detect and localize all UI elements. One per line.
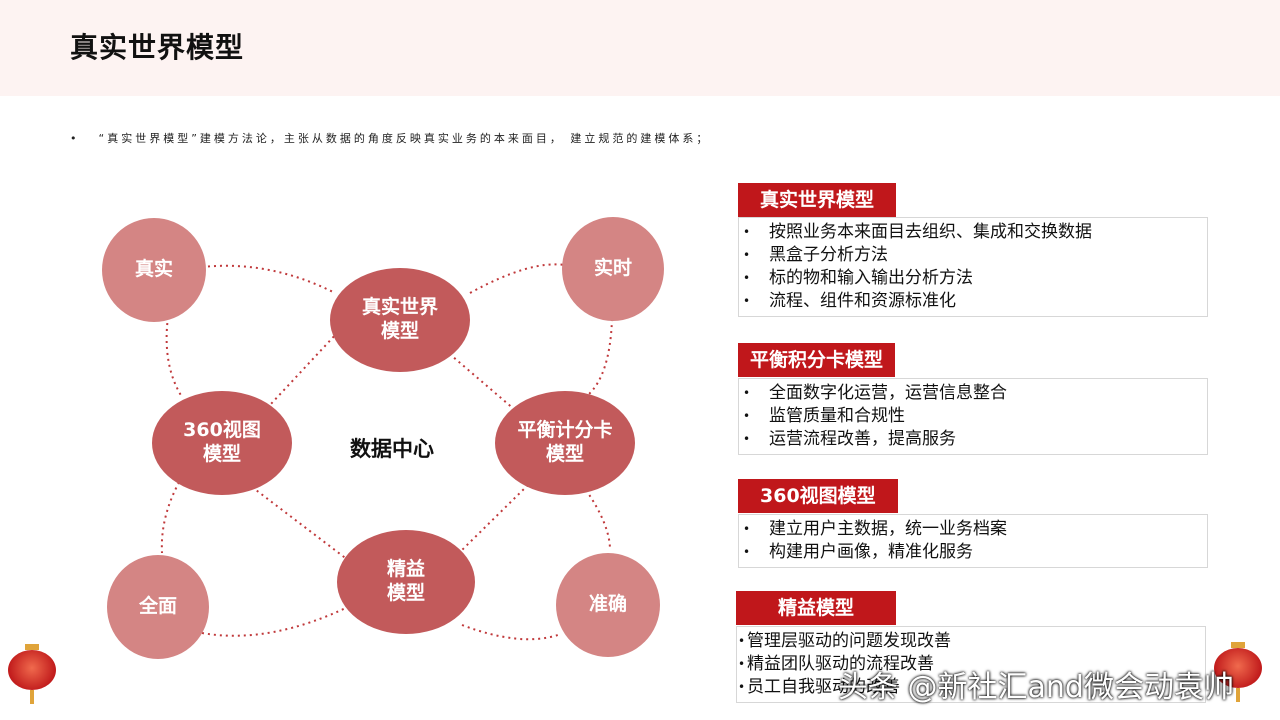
panel-title: 真实世界模型 xyxy=(738,183,897,217)
bullet-dot: • xyxy=(743,271,751,285)
inner-node-360-line1: 360视图 xyxy=(183,419,261,442)
list-item: • 建立用户主数据，统一业务档案 xyxy=(739,518,1207,541)
panel-list: •管理层驱动的问题发现改善 •精益团队驱动的流程改善 •员工自我驱动的改善 xyxy=(736,626,1206,703)
center-label-data-center: 数据中心 xyxy=(350,437,434,461)
list-item-text: 运营流程改善，提高服务 xyxy=(769,429,956,449)
list-item-text: 流程、组件和资源标准化 xyxy=(769,291,956,311)
inner-node-real-world-line2: 模型 xyxy=(380,320,419,342)
watermark: 头条 @新社汇and微会动袁帅 xyxy=(838,670,1234,705)
bullet-dot: • xyxy=(738,634,746,648)
panel-title: 平衡积分卡模型 xyxy=(738,343,896,377)
list-item: • 黑盒子分析方法 xyxy=(739,244,1207,267)
bullet-dot: • xyxy=(743,294,751,308)
list-item: •管理层驱动的问题发现改善 xyxy=(737,630,1205,653)
outer-node-accurate: 准确 xyxy=(556,553,660,657)
connector-top-left xyxy=(201,264,336,294)
bullet-dot: • xyxy=(743,225,751,239)
list-item-text: 全面数字化运营，运营信息整合 xyxy=(769,383,1007,403)
panel-title: 360视图模型 xyxy=(738,479,898,513)
connector-inner-tr xyxy=(444,349,516,411)
list-item: • 运营流程改善，提高服务 xyxy=(739,428,1207,451)
outer-node-real-label: 真实 xyxy=(134,258,173,281)
list-item: • 按照业务本来面目去组织、集成和交换数据 xyxy=(739,221,1207,244)
connector-inner-bl xyxy=(251,486,349,561)
outer-node-accurate-label: 准确 xyxy=(588,593,627,616)
panel-list: • 建立用户主数据，统一业务档案 • 构建用户画像，精准化服务 xyxy=(738,514,1208,568)
bullet-dot: • xyxy=(738,657,746,671)
intro-text: “真实世界模型”建模方法论，主张从数据的角度反映真实业务的本来面目， 建立规范的… xyxy=(98,132,711,145)
connector-top-right xyxy=(469,263,566,294)
outer-node-comprehensive: 全面 xyxy=(107,555,209,659)
inner-node-real-world-line1: 真实世界 xyxy=(361,296,438,319)
outer-node-realtime-label: 实时 xyxy=(593,257,632,280)
connector-inner-br xyxy=(461,484,529,551)
inner-node-bsc-line2: 模型 xyxy=(545,443,584,465)
connector-bottom-left xyxy=(201,604,353,637)
outer-node-realtime: 实时 xyxy=(562,217,664,321)
inner-node-lean-line2: 模型 xyxy=(386,582,425,604)
list-item-text: 管理层驱动的问题发现改善 xyxy=(747,631,951,651)
bullet-dot: • xyxy=(743,409,751,423)
bullet-dot: • xyxy=(743,432,751,446)
lantern-icon xyxy=(8,644,56,704)
inner-node-360-view-model: 360视图模型 xyxy=(152,391,292,495)
bullet-dot: • xyxy=(743,248,751,262)
list-item-text: 黑盒子分析方法 xyxy=(769,245,888,265)
bullet-dot: • xyxy=(743,386,751,400)
list-item-text: 员工自我驱动的改善 xyxy=(747,677,900,697)
connector-bottom-right xyxy=(461,624,559,641)
list-item: •员工自我驱动的改善 xyxy=(737,676,1205,699)
outer-node-real: 真实 xyxy=(102,218,206,322)
concept-diagram: 真实 实时 全面 准确 真实世界模型 360视图模型 平衡计分卡模型 精益模型 … xyxy=(90,205,690,665)
list-item-text: 构建用户画像，精准化服务 xyxy=(769,542,973,562)
list-item-text: 按照业务本来面目去组织、集成和交换数据 xyxy=(769,222,1092,242)
connector-right-bottom xyxy=(585,489,611,551)
list-item: • 构建用户画像，精准化服务 xyxy=(739,541,1207,564)
list-item-text: 建立用户主数据，统一业务档案 xyxy=(769,519,1007,539)
list-item: • 流程、组件和资源标准化 xyxy=(739,290,1207,313)
inner-node-balanced-scorecard-model: 平衡计分卡模型 xyxy=(495,391,635,495)
panel-title: 精益模型 xyxy=(736,591,897,625)
inner-node-lean-model: 精益模型 xyxy=(337,530,475,634)
header-band xyxy=(0,0,1280,96)
inner-node-real-world-model: 真实世界模型 xyxy=(330,268,470,372)
bullet-dot: • xyxy=(743,545,751,559)
list-item: •精益团队驱动的流程改善 xyxy=(737,653,1205,676)
lantern-icon xyxy=(1214,642,1262,702)
inner-node-bsc-line1: 平衡计分卡 xyxy=(517,419,613,442)
list-item: • 全面数字化运营，运营信息整合 xyxy=(739,382,1207,405)
page-title: 真实世界模型 xyxy=(70,31,245,64)
connector-left-bottom xyxy=(160,476,183,554)
intro-bullet: • “真实世界模型”建模方法论，主张从数据的角度反映真实业务的本来面目， 建立规范… xyxy=(70,130,710,146)
list-item: • 标的物和输入输出分析方法 xyxy=(739,267,1207,290)
panel-list: • 全面数字化运营，运营信息整合 • 监管质量和合规性 • 运营流程改善，提高服务 xyxy=(738,378,1208,455)
connector-right-top xyxy=(587,318,613,396)
connector-left-top xyxy=(165,316,183,398)
outer-node-comprehensive-label: 全面 xyxy=(138,595,177,618)
inner-node-lean-line1: 精益 xyxy=(386,558,425,581)
bullet-dot: • xyxy=(743,522,751,536)
panel-list: • 按照业务本来面目去组织、集成和交换数据 • 黑盒子分析方法 • 标的物和输入输出分… xyxy=(738,217,1208,317)
list-item-text: 监管质量和合规性 xyxy=(769,406,905,426)
list-item: • 监管质量和合规性 xyxy=(739,405,1207,428)
list-item-text: 标的物和输入输出分析方法 xyxy=(769,268,973,288)
bullet-dot: • xyxy=(70,132,77,145)
inner-node-360-line2: 模型 xyxy=(202,443,241,465)
connector-inner-tl xyxy=(269,331,339,406)
list-item-text: 精益团队驱动的流程改善 xyxy=(747,654,934,674)
bullet-dot: • xyxy=(738,680,746,694)
